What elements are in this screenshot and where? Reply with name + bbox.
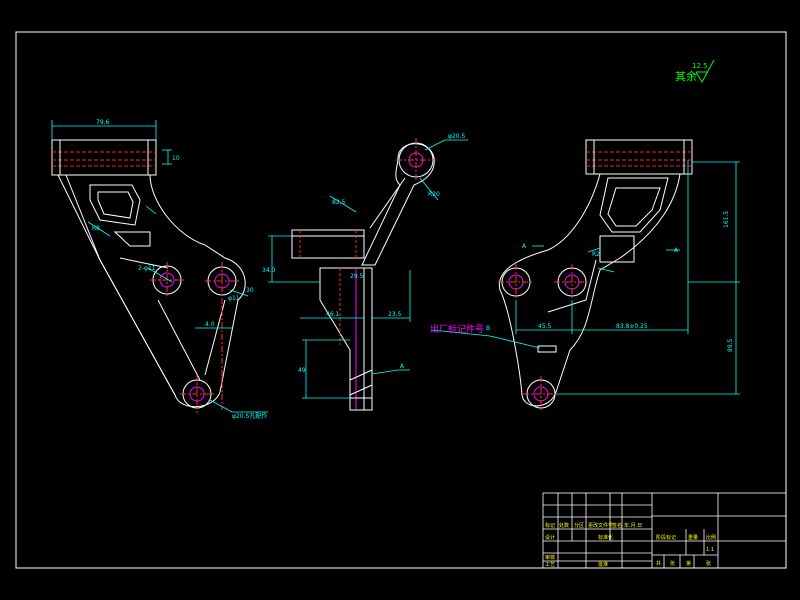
right-dim-height-total: 161.5 (723, 211, 730, 228)
tb-label-date: 年.月.日 (624, 522, 642, 529)
left-dim-top-width: 79.6 (96, 119, 110, 126)
left-dim-gap: 30 (246, 287, 254, 294)
middle-dim-w2: 23.5 (388, 311, 402, 318)
tb-scale-value: 1:1 (706, 547, 714, 553)
title-block-text: 标记 处数 分区 更改文件号 签名 年.月.日 设计 审核 工艺 标准化 批准 … (545, 522, 716, 568)
marking-plate (537, 345, 557, 353)
tb-sheet-no: 第 (686, 560, 691, 567)
tb-label-change: 更改文件号 (588, 522, 613, 529)
left-pocket (89, 184, 141, 226)
middle-arm (361, 143, 435, 266)
tb-label-review: 审核 (545, 554, 555, 561)
drawing-border (15, 31, 787, 569)
middle-dim-hole: φ20.5 (448, 133, 466, 140)
roughness-label: 其余 (675, 69, 697, 83)
right-body-outline (498, 173, 681, 407)
middle-view (291, 138, 436, 411)
left-dim-side: R8 (92, 225, 100, 232)
left-dimensions (51, 120, 268, 413)
middle-dim-text: φ20.5 R20 82.5 34.0 46.1 23.5 29.5 49 A (262, 133, 466, 374)
middle-dim-angle: R20 (428, 191, 440, 198)
right-dim-height-lower: 89.5 (727, 338, 734, 352)
right-dim-w1: 45.5 (538, 323, 552, 330)
middle-dim-base: 49 (298, 367, 306, 374)
middle-block (291, 229, 365, 259)
tb-sheet-unit-2: 张 (706, 560, 711, 567)
tb-label-design: 设计 (545, 534, 555, 541)
right-dim-w2: 83.8±0.25 (616, 323, 648, 330)
roughness-value: 12.5 (692, 62, 708, 70)
left-view (51, 139, 246, 413)
middle-dim-height: 34.0 (262, 267, 276, 274)
left-dim-bottom: φ20.5孔配作 (232, 412, 267, 420)
roughness-symbol: 其余 12.5 (675, 59, 715, 84)
tb-label-zone: 分区 (574, 522, 584, 529)
title-block (542, 492, 787, 569)
left-dim-hole-b: φ11 (228, 295, 240, 302)
right-dim-text: A A 161.5 89.5 45.5 83.8±0.25 R2 B (486, 211, 734, 352)
roughness-check-icon (695, 59, 715, 84)
middle-dim-w3: 29.5 (350, 273, 364, 280)
right-b-label: B (486, 325, 490, 332)
factory-mark-note: 出厂标记件号 (430, 323, 484, 335)
tb-label-stage: 阶段标记 (656, 534, 676, 541)
tb-label-weight: 重量 (688, 534, 698, 541)
middle-dim-w1: 46.1 (326, 311, 340, 318)
tb-label-count: 处数 (559, 522, 569, 529)
right-section-a-right: A (674, 247, 679, 254)
right-view (498, 139, 693, 412)
tb-sheet-unit-1: 张 (670, 560, 675, 567)
left-body-outline (57, 174, 246, 408)
left-dim-flange: 10 (172, 155, 180, 162)
tb-label-process: 工艺 (545, 562, 555, 568)
middle-dim-slope: 82.5 (332, 199, 346, 206)
tb-label-approve: 批准 (598, 561, 608, 568)
left-flange (51, 139, 157, 176)
tb-label-scale: 比例 (706, 534, 716, 541)
tb-label-sign: 签名 (612, 522, 622, 529)
right-dimensions (431, 160, 740, 395)
middle-dimensions (268, 139, 468, 399)
left-dim-thk: 4.0 (205, 321, 215, 328)
tb-label-standard: 标准化 (598, 534, 613, 541)
left-dim-text: 79.6 10 2-φ11 φ11 4.0 30 R8 φ20.5孔配作 (92, 119, 267, 420)
middle-datum-a: A (400, 363, 405, 370)
tb-sheet-total: 共 (656, 560, 661, 567)
right-flange (585, 139, 693, 175)
right-section-a-left: A (522, 243, 527, 250)
tb-label-mark: 标记 (545, 522, 555, 529)
right-dim-hole-small: R2 (592, 251, 600, 258)
left-dim-hole-a: 2-φ11 (138, 265, 156, 272)
